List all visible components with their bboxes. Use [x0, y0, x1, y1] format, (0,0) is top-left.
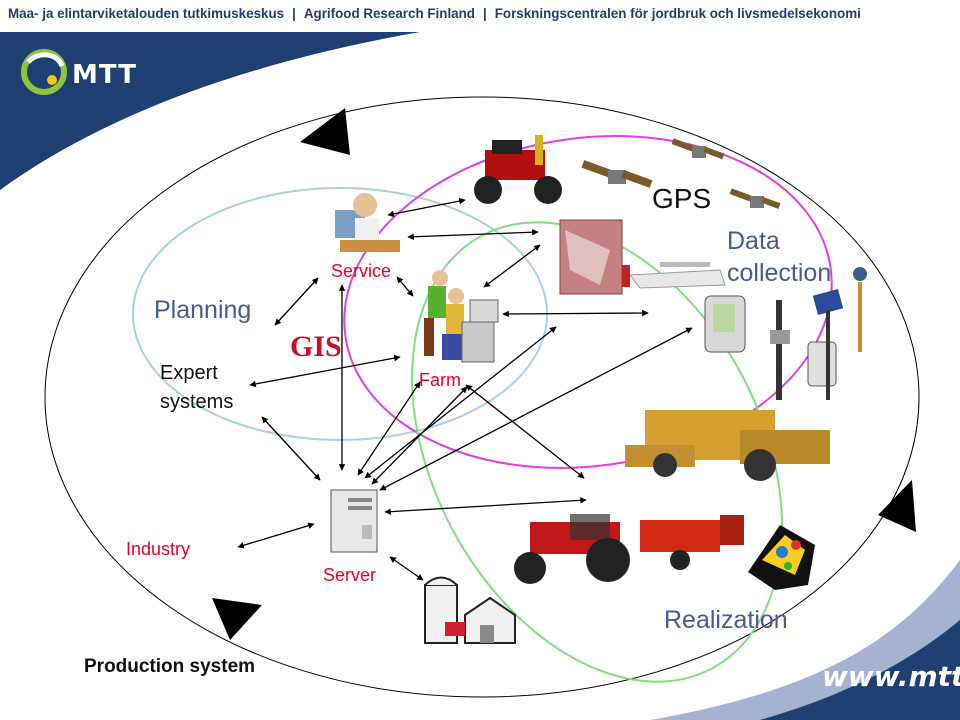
gps-label: GPS: [652, 183, 712, 214]
mtt-logo-icon: [21, 49, 67, 95]
farm-buildings-image: [424, 576, 516, 644]
header-org-fi: Maa- ja elintarviketalouden tutkimuskesk…: [8, 6, 285, 21]
header-org-en: Agrifood Research Finland: [303, 6, 475, 21]
planning-label: Planning: [154, 296, 252, 324]
aerial-map-field: [565, 230, 610, 285]
satellite-icon: [581, 160, 653, 188]
atv-image: [474, 135, 562, 204]
server-image: [330, 489, 378, 553]
header-org-sv: Forskningscentralen för jordbruk och liv…: [494, 6, 861, 21]
realization-label: Realization: [664, 606, 788, 634]
airplane-image: [622, 262, 726, 289]
header-separator: |: [482, 6, 487, 21]
cycle-arrow-bottom: [212, 598, 262, 640]
connection-arrows: [237, 197, 693, 581]
farm-users-image: [424, 270, 499, 363]
service-label: Service: [331, 261, 392, 281]
mtt-logo-text: MTT: [72, 60, 137, 90]
header-swoosh: [0, 32, 420, 190]
data-collection-label-line1: Data: [727, 227, 780, 255]
farm-label: Farm: [419, 370, 461, 390]
weather-station-image: [770, 267, 867, 400]
expert-systems-label-line1: Expert: [160, 362, 218, 384]
production-system-label: Production system: [84, 656, 256, 677]
header-bar: Maa- ja elintarviketalouden tutkimuskesk…: [0, 0, 960, 32]
data-collection-label-line2: collection: [727, 259, 832, 287]
combine-harvester-image: [625, 410, 830, 481]
cycle-arrow-right: [878, 480, 916, 532]
gis-label: GIS: [290, 330, 342, 363]
handheld-devices-image: [704, 295, 837, 387]
service-person-image: [335, 193, 400, 252]
header-organisations: Maa- ja elintarviketalouden tutkimuskesk…: [8, 6, 861, 21]
production-system-ellipse: [44, 96, 920, 698]
expert-systems-label-line2: systems: [160, 391, 234, 413]
yield-map-image: [748, 525, 815, 590]
server-label: Server: [323, 565, 377, 585]
header-separator: |: [292, 6, 296, 21]
footer-url[interactable]: www.mtt.fi: [822, 660, 960, 693]
satellite-icon: [671, 138, 725, 160]
footer-swoosh: [760, 620, 960, 720]
satellite-icon: [729, 188, 781, 209]
cycle-arrow-top: [300, 108, 350, 155]
tractor-image: [514, 514, 744, 584]
industry-label: Industry: [126, 539, 191, 559]
